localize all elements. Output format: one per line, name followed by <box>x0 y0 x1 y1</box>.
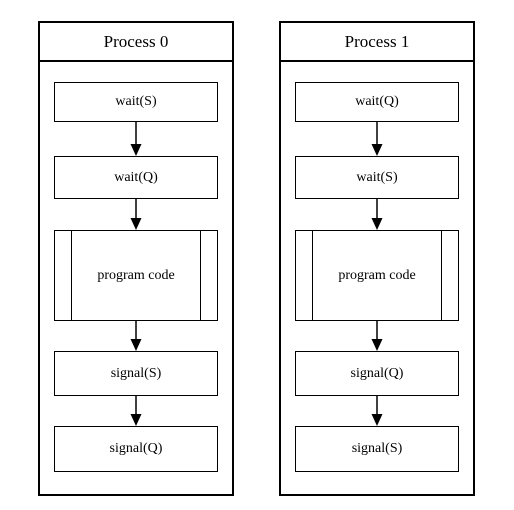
process-1-arrow-4 <box>370 396 384 426</box>
process-1-step-3: program code <box>295 230 459 321</box>
process-0-arrow-3 <box>129 321 143 351</box>
process-0-arrow-2 <box>129 199 143 230</box>
process-1-step-2: wait(S) <box>295 156 459 199</box>
process-0-arrow-1 <box>129 122 143 156</box>
process-0-arrow-4 <box>129 396 143 426</box>
process-1-step-1: wait(Q) <box>295 82 459 122</box>
process-0-title: Process 0 <box>40 23 232 62</box>
process-0-step-5: signal(Q) <box>54 426 218 472</box>
process-0-step-4: signal(S) <box>54 351 218 396</box>
process-1-lane: Process 1 wait(Q) wait(S) program code s… <box>279 21 475 496</box>
process-1-arrow-1 <box>370 122 384 156</box>
process-0-step-2: wait(Q) <box>54 156 218 199</box>
process-1-title: Process 1 <box>281 23 473 62</box>
process-1-arrow-3 <box>370 321 384 351</box>
process-0-step-3: program code <box>54 230 218 321</box>
process-0-step-1: wait(S) <box>54 82 218 122</box>
process-1-arrow-2 <box>370 199 384 230</box>
process-1-step-4: signal(Q) <box>295 351 459 396</box>
process-0-lane: Process 0 wait(S) wait(Q) program code s… <box>38 21 234 496</box>
process-1-step-5: signal(S) <box>295 426 459 472</box>
